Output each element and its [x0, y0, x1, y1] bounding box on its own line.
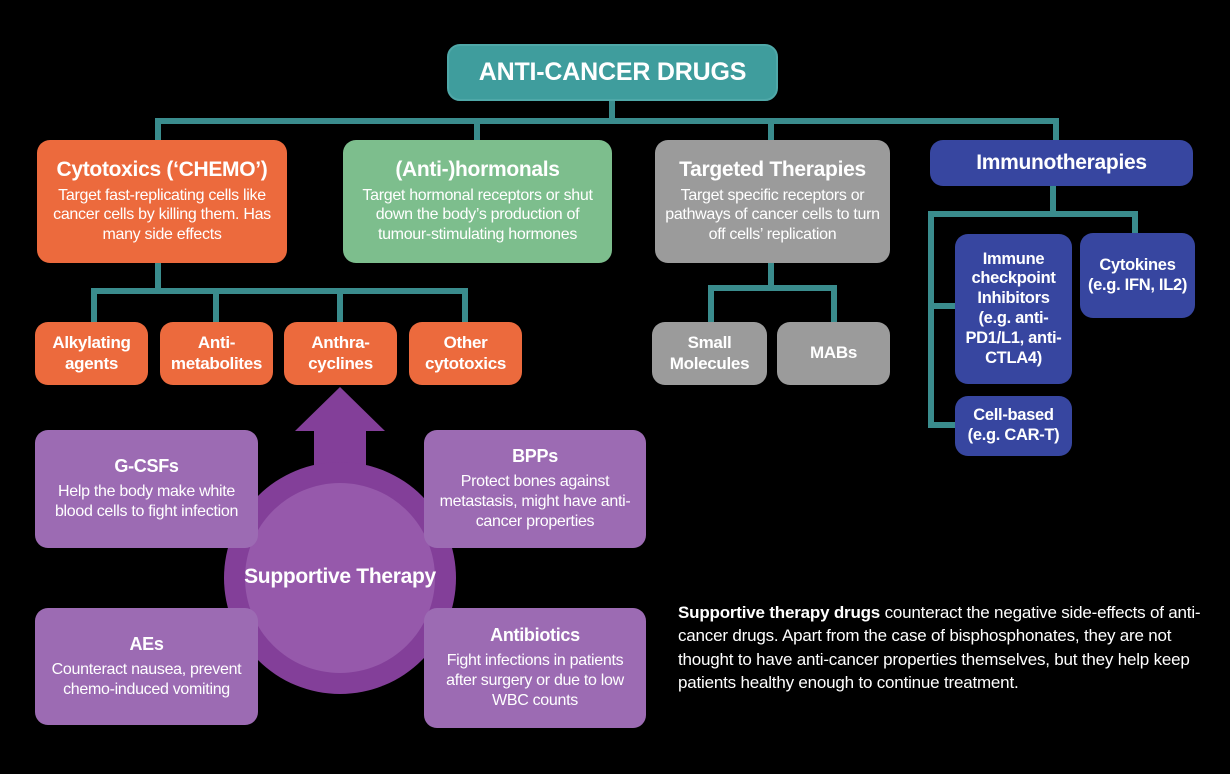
subtype-anthracyclines: Anthra-cyclines	[284, 322, 397, 385]
subtype-small-molecules-label: Small Molecules	[669, 333, 750, 373]
supportive-antibiotics-description: Fight infections in patients after surge…	[446, 652, 624, 709]
subtype-alkylating-agents: Alkylating agents	[35, 322, 148, 385]
supportive-bpps-description: Protect bones against metastasis, might …	[439, 473, 631, 530]
category-antihormonals-title: (Anti-)hormonals	[395, 157, 560, 181]
subtype-alkylating-agents-label: Alkylating agents	[52, 333, 131, 373]
supportive-bpps-title: BPPs	[512, 446, 558, 466]
footnote-lead: Supportive therapy drugs	[678, 603, 881, 622]
footnote-body: counteract the negative side-effects of …	[678, 603, 1201, 693]
supportive-antibiotics-title: Antibiotics	[490, 625, 580, 645]
supportive-antibiotics: Antibiotics Fight infections in patients…	[424, 608, 646, 728]
subtype-cell-based-label: Cell-based (e.g. CAR-T)	[967, 406, 1060, 444]
supportive-bpps: BPPs Protect bones against metastasis, m…	[424, 430, 646, 548]
subtype-other-cytotoxics: Other cytotoxics	[409, 322, 522, 385]
supportive-aes-description: Counteract nausea, prevent chemo-induced…	[51, 660, 242, 698]
subtype-small-molecules: Small Molecules	[652, 322, 767, 385]
connector-lines	[91, 98, 1138, 428]
supportive-aes: AEs Counteract nausea, prevent chemo-ind…	[35, 608, 258, 725]
category-antihormonals: (Anti-)hormonals Target hormonal recepto…	[343, 140, 612, 263]
subtype-immune-checkpoint-inhibitors: Immune checkpoint Inhibitors (e.g. anti-…	[955, 234, 1072, 384]
subtype-mabs: MABs	[777, 322, 890, 385]
subtype-other-cytotoxics-label: Other cytotoxics	[424, 333, 507, 373]
category-cytotoxics-description: Target fast-replicating cells like cance…	[53, 186, 271, 243]
subtype-anti-metabolites: Anti-metabolites	[160, 322, 273, 385]
supportive-therapy-footnote: Supportive therapy drugs counteract the …	[678, 601, 1208, 695]
subtype-anti-metabolites-label: Anti-metabolites	[170, 333, 263, 373]
supportive-gcsfs-title: G-CSFs	[114, 456, 179, 476]
supportive-therapy-hub-inner	[245, 483, 435, 673]
supportive-gcsfs-description: Help the body make white blood cells to …	[54, 483, 239, 520]
subtype-mabs-label: MABs	[810, 343, 857, 363]
subtype-cytokines-label: Cytokines (e.g. IFN, IL2)	[1087, 255, 1188, 294]
category-cytotoxics: Cytotoxics (‘CHEMO’) Target fast-replica…	[37, 140, 287, 263]
category-immunotherapies-title: Immunotherapies	[976, 150, 1147, 174]
subtype-immune-checkpoint-inhibitors-label: Immune checkpoint Inhibitors (e.g. anti-…	[965, 249, 1062, 367]
supportive-gcsfs: G-CSFs Help the body make white blood ce…	[35, 430, 258, 548]
supportive-aes-title: AEs	[129, 633, 164, 654]
category-targeted-therapies-description: Target specific receptors or pathways of…	[665, 186, 880, 243]
subtype-cytokines: Cytokines (e.g. IFN, IL2)	[1080, 233, 1195, 318]
subtype-anthracyclines-label: Anthra-cyclines	[308, 333, 373, 373]
category-targeted-therapies: Targeted Therapies Target specific recep…	[655, 140, 890, 263]
subtype-cell-based: Cell-based (e.g. CAR-T)	[955, 396, 1072, 456]
category-immunotherapies: Immunotherapies	[930, 140, 1193, 186]
supportive-therapy-hub-label: Supportive Therapy	[244, 565, 436, 588]
root-title-box: ANTI-CANCER DRUGS	[447, 44, 778, 101]
category-targeted-therapies-title: Targeted Therapies	[679, 157, 866, 181]
page-title: ANTI-CANCER DRUGS	[478, 58, 747, 86]
category-cytotoxics-title: Cytotoxics (‘CHEMO’)	[56, 157, 268, 181]
category-antihormonals-description: Target hormonal receptors or shut down t…	[362, 186, 593, 243]
